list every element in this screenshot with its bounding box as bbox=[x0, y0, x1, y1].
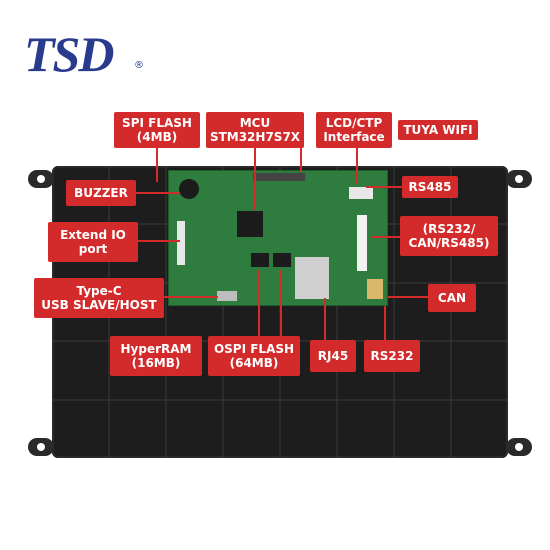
leader-can bbox=[388, 296, 428, 298]
tuya-wifi-module bbox=[349, 187, 373, 199]
mcu-chip bbox=[237, 211, 263, 237]
leader-mcu bbox=[254, 148, 256, 210]
label-mcu: MCU STM32H7S7X bbox=[206, 112, 304, 148]
label-lcd-ctp: LCD/CTP Interface bbox=[316, 112, 392, 148]
leader-extend-io bbox=[138, 240, 180, 242]
label-rj45: RJ45 bbox=[310, 340, 356, 372]
leader-spi-flash bbox=[156, 148, 158, 182]
label-type-c: Type-C USB SLAVE/HOST bbox=[34, 278, 164, 318]
hyperram-chip bbox=[251, 253, 269, 267]
mount-tab-bottom-left bbox=[28, 438, 54, 456]
leader-buzzer bbox=[136, 192, 180, 194]
leader-lcd-ctp bbox=[300, 148, 302, 172]
type-c-port bbox=[217, 291, 237, 301]
rs485-connector bbox=[357, 215, 367, 271]
tsd-logo: TSD ® bbox=[24, 26, 144, 88]
leader-rs232-can-rs485 bbox=[372, 236, 400, 238]
can-connector bbox=[367, 279, 383, 299]
label-rs232: RS232 bbox=[364, 340, 420, 372]
leader-ospi-flash bbox=[280, 270, 282, 336]
label-rs232-can-rs485: (RS232/ CAN/RS485) bbox=[400, 216, 498, 256]
label-hyperram: HyperRAM (16MB) bbox=[110, 336, 202, 376]
label-extend-io: Extend IO port bbox=[48, 222, 138, 262]
leader-tuya-wifi bbox=[356, 140, 358, 184]
mount-tab-top-left bbox=[28, 170, 54, 188]
lcd-connector bbox=[253, 173, 305, 181]
mount-tab-bottom-right bbox=[506, 438, 532, 456]
label-buzzer: BUZZER bbox=[66, 180, 136, 206]
label-can: CAN bbox=[428, 284, 476, 312]
leader-type-c bbox=[164, 296, 218, 298]
extend-io-connector bbox=[177, 221, 185, 265]
leader-hyperram bbox=[258, 270, 260, 336]
leader-rs232 bbox=[384, 306, 386, 340]
leader-rj45 bbox=[324, 298, 326, 340]
registered-mark: ® bbox=[134, 60, 144, 71]
pcb-board bbox=[168, 170, 388, 306]
label-spi-flash: SPI FLASH (4MB) bbox=[114, 112, 200, 148]
label-tuya-wifi: TUYA WIFI bbox=[398, 120, 478, 140]
buzzer-component bbox=[179, 179, 199, 199]
leader-rs485 bbox=[366, 186, 402, 188]
mount-tab-top-right bbox=[506, 170, 532, 188]
rj45-port bbox=[295, 257, 329, 299]
logo-text: TSD bbox=[24, 26, 114, 82]
label-rs485: RS485 bbox=[402, 176, 458, 198]
label-ospi-flash: OSPI FLASH (64MB) bbox=[208, 336, 300, 376]
ospi-flash-chip bbox=[273, 253, 291, 267]
